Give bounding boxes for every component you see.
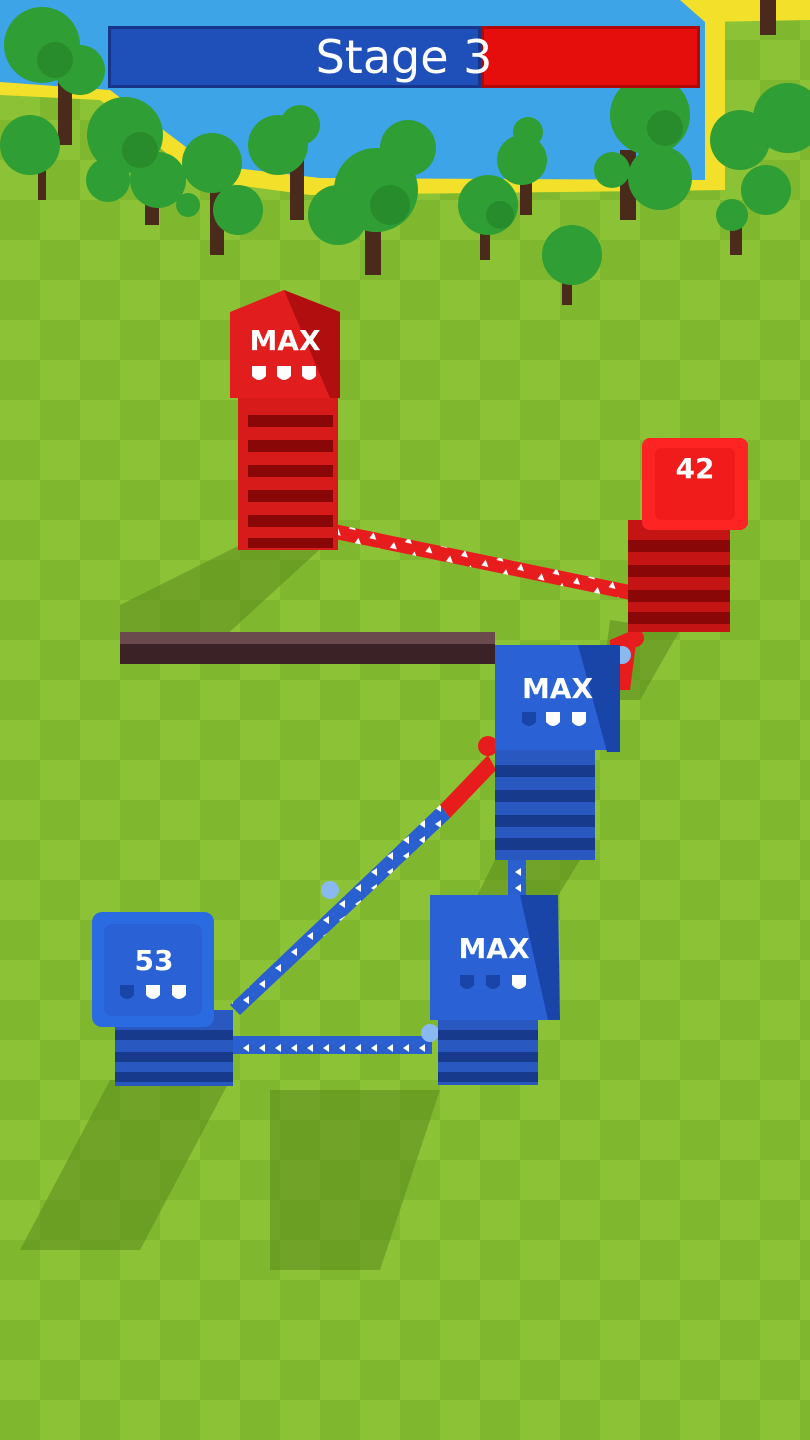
troop-path-blue-53-to-blue-lower <box>232 1036 432 1054</box>
shield-icon <box>252 366 316 380</box>
shield-icon <box>460 975 526 989</box>
tower-red-max-label: MAX <box>249 324 321 357</box>
troop-path-blue-lower-to-blue-center <box>508 858 526 898</box>
tree-cluster <box>0 0 810 305</box>
stage-progress-bar: Stage 3 <box>108 26 700 88</box>
troop-path-blue-53-to-blue-center <box>230 755 496 1015</box>
tower-blue-max-center[interactable] <box>495 645 620 860</box>
shield-icons <box>120 366 586 999</box>
red-territory-bar <box>481 26 700 88</box>
shield-icon <box>120 985 186 999</box>
blue-territory-bar <box>108 26 481 88</box>
shield-icon <box>522 712 586 726</box>
tower-blue-max-lower-label: MAX <box>458 932 530 965</box>
troop-path-red-max-to-red-42 <box>325 522 630 600</box>
tower-blue-53[interactable] <box>92 912 233 1086</box>
tower-red-42-label: 42 <box>675 452 715 485</box>
tower-blue-53-label: 53 <box>134 944 174 977</box>
red-soldier <box>478 629 644 756</box>
tower-blue-max-center-label: MAX <box>521 672 594 705</box>
tower-red-42[interactable] <box>628 438 748 632</box>
tower-blue-max-lower[interactable] <box>430 895 560 1085</box>
stage-label: Stage 3 <box>315 30 493 84</box>
wall-obstacle <box>120 632 495 664</box>
